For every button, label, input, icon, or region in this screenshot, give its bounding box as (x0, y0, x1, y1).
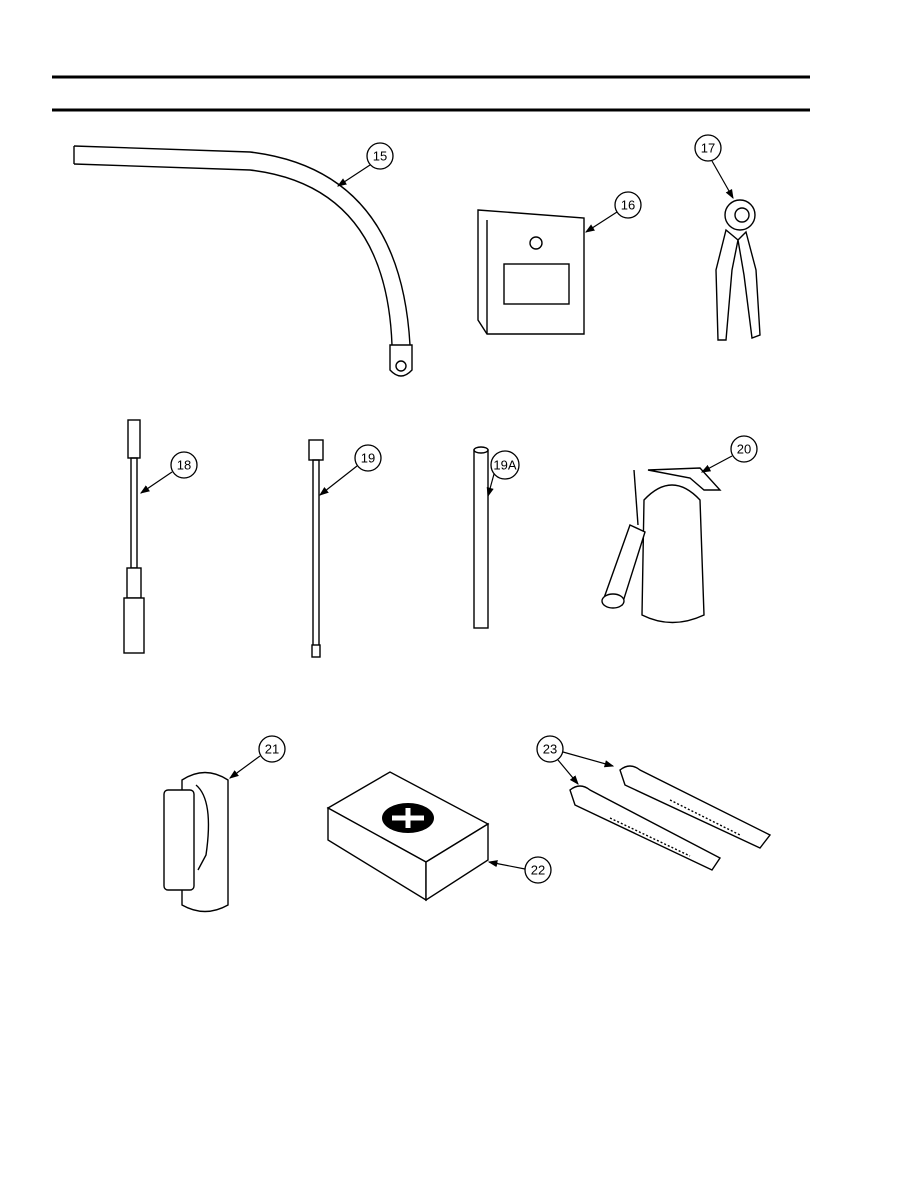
callout-21: 21 (229, 735, 286, 779)
svg-text:16: 16 (621, 198, 635, 213)
callout-19a: 19A (486, 450, 520, 498)
item-19a-tube (473, 446, 489, 629)
svg-text:21: 21 (265, 742, 279, 757)
callout-23: 23 (536, 735, 615, 785)
svg-text:23: 23 (543, 742, 557, 757)
callout-15: 15 (336, 142, 394, 187)
item-19-extension-bar (308, 439, 324, 658)
svg-text:18: 18 (177, 458, 191, 473)
callout-18: 18 (140, 451, 198, 494)
svg-text:20: 20 (737, 442, 751, 457)
callout-16: 16 (584, 191, 642, 233)
item-22-first-aid-kit (326, 771, 490, 902)
callout-22: 22 (487, 856, 552, 884)
callout-20: 20 (700, 435, 758, 473)
svg-text:15: 15 (373, 149, 387, 164)
item-20-fire-extinguisher (601, 467, 722, 624)
svg-text:19: 19 (361, 451, 375, 466)
item-17-cable-cutter (715, 199, 761, 341)
callout-19: 19 (319, 444, 382, 496)
svg-text:22: 22 (531, 863, 545, 878)
item-18-hose (123, 419, 145, 654)
item-16-box (477, 209, 585, 335)
callout-17: 17 (694, 134, 734, 200)
item-23-tow-bars (569, 765, 772, 871)
svg-text:17: 17 (701, 141, 715, 156)
item-21-canister (163, 771, 229, 913)
item-15-cable (73, 145, 413, 377)
svg-text:19A: 19A (493, 458, 516, 473)
